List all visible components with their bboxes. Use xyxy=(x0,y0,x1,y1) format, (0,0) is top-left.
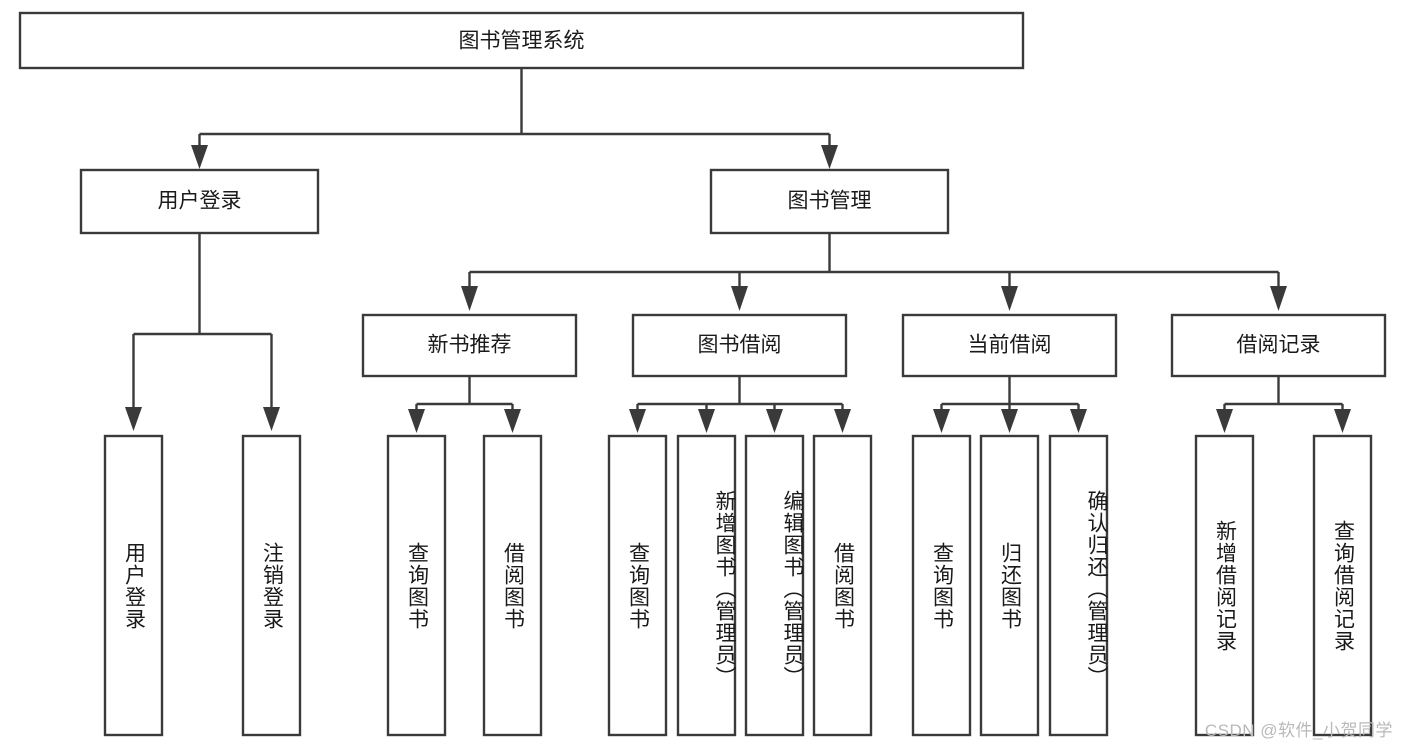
node-box-leaf-add-book[interactable] xyxy=(676,434,737,737)
arrowhead-leaf-add-record xyxy=(1216,409,1233,433)
node-box-leaf-query-book-1[interactable] xyxy=(386,434,447,737)
arrowhead-book-management xyxy=(821,145,838,169)
connector-group-borrow-record xyxy=(1216,376,1351,433)
node-box-book-management[interactable] xyxy=(709,168,950,235)
node-box-leaf-borrow-book-2[interactable] xyxy=(812,434,873,737)
arrowhead-current-borrow xyxy=(1001,286,1018,311)
node-box-book-borrow[interactable] xyxy=(631,313,848,378)
arrowhead-leaf-user-login xyxy=(125,407,142,431)
connector-group-new-book-recommend xyxy=(408,376,521,433)
node-label-root: 图书管理系统 xyxy=(459,30,585,53)
arrowhead-leaf-query-book-2 xyxy=(629,409,646,433)
node-box-leaf-edit-book[interactable] xyxy=(744,434,805,737)
node-box-leaf-confirm-return[interactable] xyxy=(1048,434,1109,737)
node-box-current-borrow[interactable] xyxy=(901,313,1118,378)
arrowhead-leaf-borrow-book-1 xyxy=(504,409,521,433)
node-label-book-management: 图书管理 xyxy=(788,190,872,213)
connector-group-root xyxy=(191,68,838,169)
arrowhead-leaf-query-book-3 xyxy=(933,409,950,433)
arrowhead-user-login xyxy=(191,145,208,169)
arrowhead-new-book-recommend xyxy=(461,286,478,311)
node-box-user-login[interactable] xyxy=(79,168,320,235)
node-box-leaf-return-book[interactable] xyxy=(979,434,1040,737)
node-box-leaf-user-login[interactable] xyxy=(103,434,164,737)
arrowhead-leaf-edit-book xyxy=(766,409,783,433)
node-box-leaf-query-book-2[interactable] xyxy=(607,434,668,737)
node-label-book-borrow: 图书借阅 xyxy=(698,334,782,357)
node-box-leaf-user-logout[interactable] xyxy=(241,434,302,737)
arrowhead-leaf-query-book-1 xyxy=(408,409,425,433)
node-box-leaf-query-book-3[interactable] xyxy=(911,434,972,737)
node-label-borrow-record: 借阅记录 xyxy=(1237,334,1321,357)
arrowhead-leaf-confirm-return xyxy=(1070,409,1087,433)
connector-group-current-borrow xyxy=(933,376,1087,433)
arrowhead-leaf-return-book xyxy=(1001,409,1018,433)
node-label-new-book-recommend: 新书推荐 xyxy=(428,334,512,357)
node-box-borrow-record[interactable] xyxy=(1170,313,1387,378)
node-box-leaf-query-record[interactable] xyxy=(1312,434,1373,737)
node-box-root[interactable] xyxy=(18,11,1025,70)
arrowhead-book-borrow xyxy=(731,286,748,311)
node-box-new-book-recommend[interactable] xyxy=(361,313,578,378)
csdn-watermark: CSDN @软件_小贺同学 xyxy=(1204,721,1393,740)
arrowhead-leaf-borrow-book-2 xyxy=(834,409,851,433)
connector-group-book-borrow xyxy=(629,376,851,433)
node-box-leaf-add-record[interactable] xyxy=(1194,434,1255,737)
node-label-current-borrow: 当前借阅 xyxy=(968,334,1052,357)
node-label-user-login: 用户登录 xyxy=(158,190,242,213)
arrowhead-leaf-query-record xyxy=(1334,409,1351,433)
connector-group-user-login xyxy=(125,233,280,431)
arrowhead-leaf-user-logout xyxy=(263,407,280,431)
node-box-leaf-borrow-book-1[interactable] xyxy=(482,434,543,737)
arrowhead-leaf-add-book xyxy=(698,409,715,433)
connector-group-book-management xyxy=(461,233,1287,311)
arrowhead-borrow-record xyxy=(1270,286,1287,311)
